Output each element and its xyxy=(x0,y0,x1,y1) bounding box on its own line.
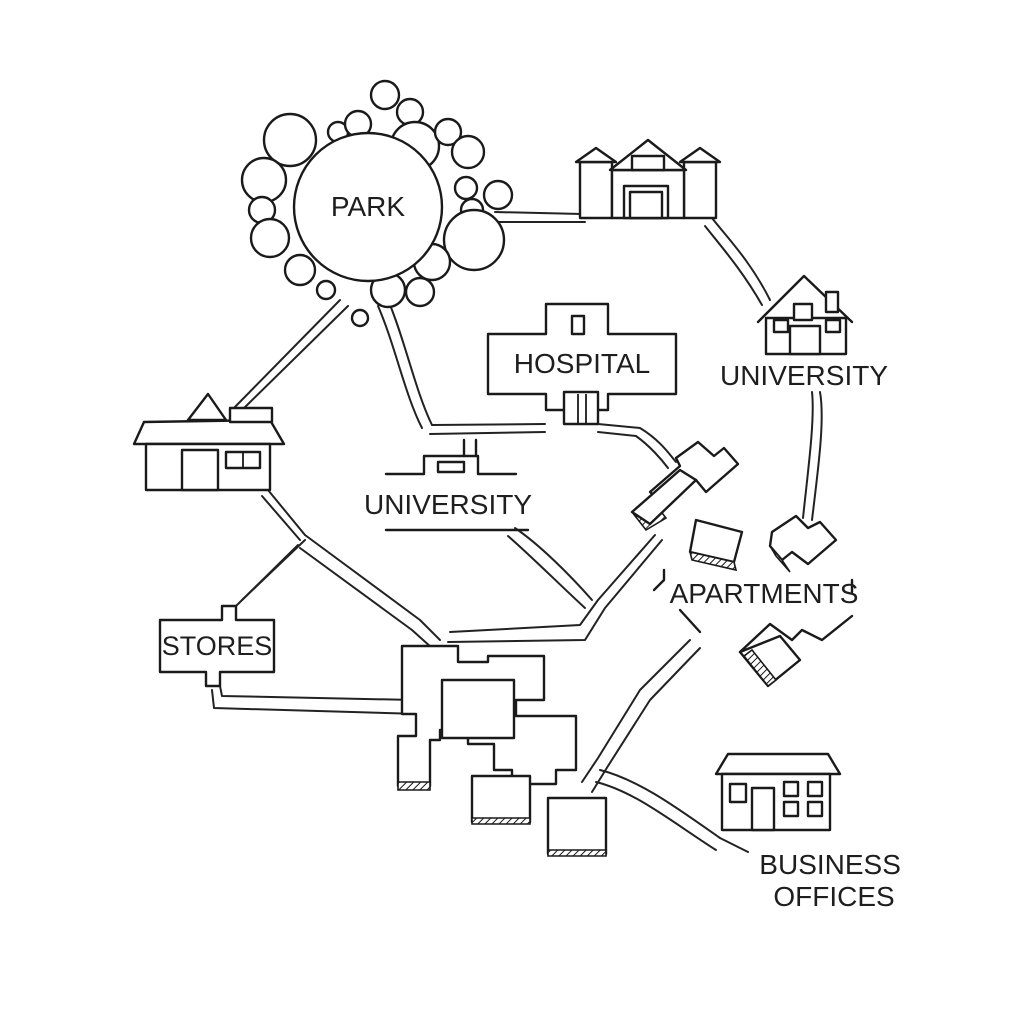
business-offices-label-line-1: BUSINESS xyxy=(759,849,901,880)
apartments-label: APARTMENTS xyxy=(670,578,859,609)
store-sign-icon xyxy=(158,604,276,688)
university-right-label: UNIVERSITY xyxy=(720,360,888,391)
house-icon xyxy=(756,274,854,356)
university-plan-icon xyxy=(384,438,530,532)
park-label: PARK xyxy=(331,191,405,222)
building-blocks-icon xyxy=(396,644,608,857)
university-center-label: UNIVERSITY xyxy=(364,489,532,520)
business-offices-label-line-2: OFFICES xyxy=(773,881,894,912)
apartment-blocks-icon xyxy=(630,440,854,688)
park-trees xyxy=(240,79,514,328)
office-building-icon xyxy=(714,752,842,832)
house-icon xyxy=(132,392,286,492)
university-building-icon xyxy=(574,138,722,220)
road-network xyxy=(211,211,823,853)
stores-label: STORES xyxy=(162,631,273,661)
hospital-cross-icon xyxy=(486,302,678,426)
hospital-label: HOSPITAL xyxy=(514,348,650,379)
park-circle xyxy=(292,131,444,283)
business-offices-label: BUSINESS OFFICES xyxy=(759,849,908,912)
